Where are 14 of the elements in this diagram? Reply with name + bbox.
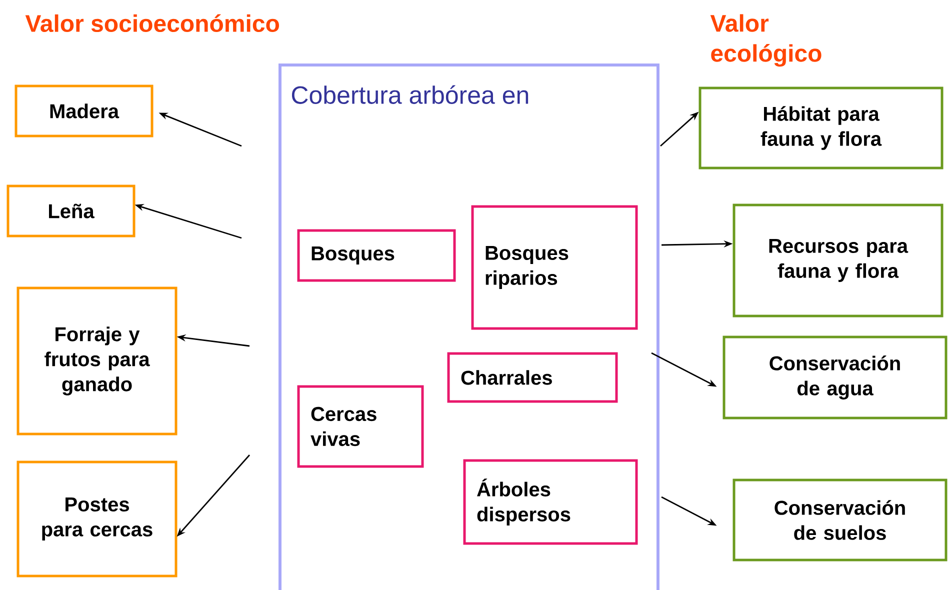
cover-box: Bosques riparios <box>471 205 638 330</box>
value-box: Madera <box>14 84 154 138</box>
cover-box: Cercas vivas <box>297 385 424 468</box>
value-box: Conservación de agua <box>722 336 948 420</box>
cover-box: Bosques <box>297 229 456 282</box>
cover-box: Charrales <box>447 352 618 403</box>
section-heading: Valor socioeconómico <box>25 14 279 32</box>
value-box: Conservación de suelos <box>732 478 948 562</box>
value-box: Postes para cercas <box>16 460 178 578</box>
cover-box: Árboles dispersos <box>463 459 638 545</box>
value-box: Recursos para fauna y flora <box>732 204 944 318</box>
value-box: Leña <box>6 184 136 238</box>
value-box: Hábitat para fauna y flora <box>698 86 944 170</box>
value-box: Forraje y frutos para ganado <box>16 286 178 436</box>
